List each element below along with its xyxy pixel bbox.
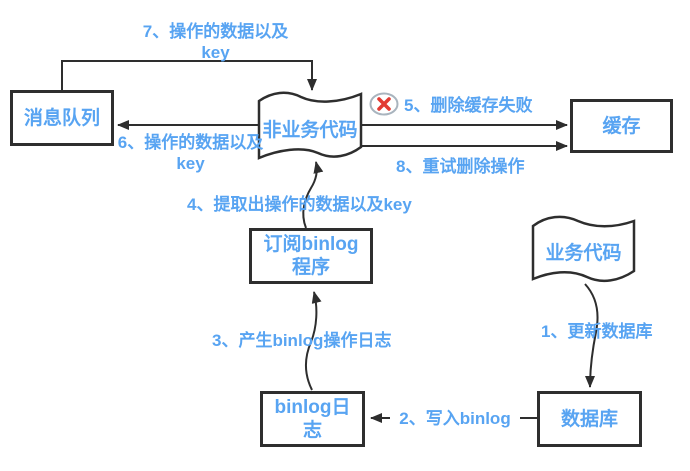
edge-label-7: 7、操作的数据以及 key [142, 22, 289, 62]
node-binlog-log-label-line1: binlog日 [274, 397, 351, 418]
node-binlog-log-label-line2: 志 [302, 420, 322, 441]
delete-failed-icon [369, 92, 399, 116]
node-business-code-shape [531, 215, 636, 283]
edge-label-4: 4、提取出操作的数据以及key [187, 195, 412, 214]
node-subscribe-binlog-program: 订阅binlog 程序 [249, 228, 373, 284]
edge-label-2: 2、写入binlog [390, 408, 520, 429]
node-non-business-code-shape [257, 91, 363, 160]
node-message-queue-label: 消息队列 [23, 107, 100, 129]
node-binlog-log: binlog日 志 [260, 391, 365, 447]
edge-label-1: 1、更新数据库 [541, 322, 653, 341]
node-database-label: 数据库 [560, 408, 618, 430]
arrow-3-binlog-to-subscribe [304, 291, 322, 391]
node-database: 数据库 [537, 391, 642, 447]
edge-label-3: 3、产生binlog操作日志 [212, 331, 392, 350]
node-message-queue: 消息队列 [10, 90, 114, 146]
node-business-code-label: 业务代码 [545, 243, 622, 264]
edge-label-6: 6、操作的数据以及 key [117, 133, 264, 173]
node-subscribe-binlog-program-label-line1: 订阅binlog [263, 234, 359, 255]
edge-label-8: 8、重试删除操作 [396, 157, 525, 176]
arrow-4-subscribe-to-nonbusiness [302, 161, 324, 229]
node-cache-label: 缓存 [602, 115, 641, 137]
arrow-1-business-to-database [584, 283, 599, 388]
arrow-7-queue-to-nonbusiness [61, 60, 317, 91]
node-cache: 缓存 [570, 99, 673, 153]
node-subscribe-binlog-program-label-line2: 程序 [291, 257, 330, 278]
edge-label-5: 5、删除缓存失败 [404, 96, 533, 115]
node-non-business-code-label: 非业务代码 [262, 120, 358, 141]
